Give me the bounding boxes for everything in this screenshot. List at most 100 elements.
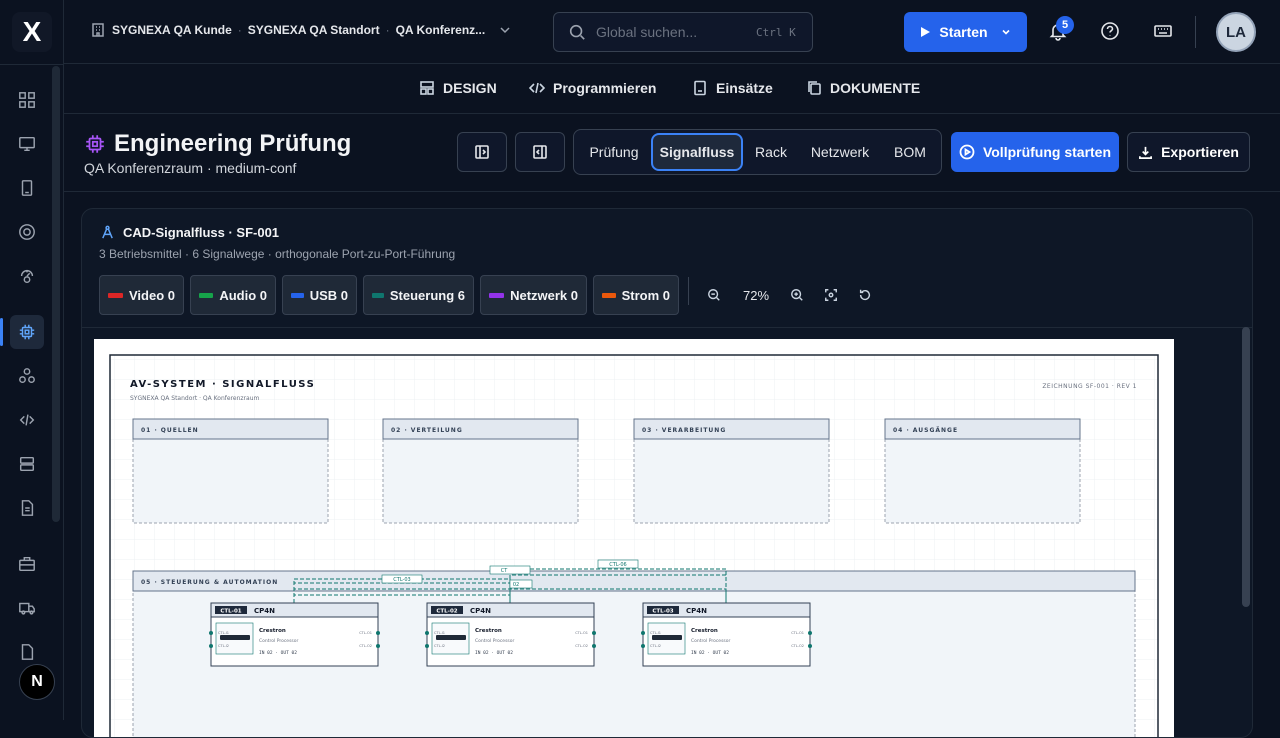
port-label: CTL-O2: [575, 644, 588, 648]
keyboard-icon[interactable]: [1152, 20, 1174, 42]
zone-quellen[interactable]: 01 · QUELLEN: [132, 418, 329, 524]
filter-chip-strom[interactable]: Strom 0: [593, 275, 679, 315]
port-out[interactable]: [376, 631, 380, 635]
sidebar-scrollbar[interactable]: [52, 66, 60, 522]
device-icon[interactable]: [14, 175, 40, 201]
wire-label-02[interactable]: 02: [509, 579, 533, 589]
port-out[interactable]: [808, 631, 812, 635]
toolbar-divider: [688, 277, 689, 305]
document-icon[interactable]: [14, 495, 40, 521]
device-tag-box: [647, 606, 679, 614]
zone-steuerung[interactable]: 05 · STEUERUNG & AUTOMATION: [132, 570, 1136, 738]
export-button[interactable]: Exportieren: [1127, 132, 1250, 172]
zone-label: 02 · VERTEILUNG: [391, 427, 463, 434]
search-input[interactable]: [596, 24, 746, 40]
control-wires[interactable]: [293, 568, 727, 603]
zoom-in-icon[interactable]: [789, 287, 805, 303]
drawing-revision: ZEICHNUNG SF-001 · REV 1: [1042, 383, 1137, 390]
zone-label: 04 · AUSGÄNGE: [893, 427, 958, 434]
canvas-scrollbar[interactable]: [1242, 327, 1250, 607]
wire[interactable]: [293, 588, 727, 603]
wire-label-ctl03[interactable]: CTL-03: [381, 574, 423, 584]
toggle-right-panel-button[interactable]: [515, 132, 565, 172]
device-ctl-01[interactable]: CTL-01 CP4N Crestron Control Processor I…: [209, 602, 380, 667]
filter-chip-usb[interactable]: USB 0: [282, 275, 357, 315]
port-out[interactable]: [376, 644, 380, 648]
rack-icon[interactable]: [14, 451, 40, 477]
port-out[interactable]: [592, 644, 596, 648]
tab-rack[interactable]: Rack: [755, 144, 787, 160]
play-icon: [921, 27, 931, 37]
zone-header: [382, 418, 579, 440]
global-search[interactable]: Ctrl K: [553, 12, 813, 52]
full-check-label: Vollprüfung starten: [982, 144, 1112, 160]
filter-chip-netzwerk[interactable]: Netzwerk 0: [480, 275, 587, 315]
start-button[interactable]: Starten: [904, 12, 1027, 52]
bottom-logo[interactable]: N: [19, 664, 55, 700]
device-type: Control Processor: [691, 638, 731, 644]
zoom-out-icon[interactable]: [706, 287, 722, 303]
tab-bom[interactable]: BOM: [894, 144, 926, 160]
breadcrumb-site[interactable]: SYGNEXA QA Standort: [247, 23, 380, 37]
filter-chip-audio[interactable]: Audio 0: [190, 275, 276, 315]
device-header: [210, 602, 379, 618]
zone-label: 05 · STEUERUNG & AUTOMATION: [141, 579, 278, 586]
zone-ausgaenge[interactable]: 04 · AUSGÄNGE: [884, 418, 1081, 524]
device-maker: Crestron: [259, 628, 286, 634]
code-icon[interactable]: [14, 407, 40, 433]
subnav-einsaetze[interactable]: Einsätze: [692, 80, 773, 96]
full-check-button[interactable]: Vollprüfung starten: [951, 132, 1119, 172]
device-maker: Crestron: [475, 628, 502, 634]
device-ctl-02[interactable]: CTL-02 CP4N Crestron Control Processor I…: [425, 602, 596, 667]
filter-chip-video[interactable]: Video 0: [99, 275, 184, 315]
help-icon[interactable]: [1099, 20, 1121, 42]
page-header: Engineering Prüfung QA Konferenzraum · m…: [64, 114, 1280, 192]
drawing-svg[interactable]: AV-SYSTEM · SIGNALFLUSS SYGNEXA QA Stand…: [94, 339, 1174, 738]
port-in[interactable]: [641, 631, 645, 635]
tab-netzwerk[interactable]: Netzwerk: [810, 144, 870, 160]
port-in[interactable]: [641, 644, 645, 648]
automation-icon[interactable]: [14, 263, 40, 289]
app-logo[interactable]: X: [12, 12, 52, 52]
wire-label-box: [509, 579, 533, 589]
engineering-chip-icon[interactable]: [10, 315, 44, 349]
wire-label-ct[interactable]: CT: [489, 565, 531, 575]
device-ctl-03[interactable]: CTL-03 CP4N Crestron Control Processor I…: [641, 602, 812, 667]
subnav-dokumente[interactable]: DOKUMENTE: [806, 80, 920, 96]
building-icon: [92, 23, 104, 37]
subnav-design[interactable]: DESIGN: [419, 80, 497, 96]
dashboard-icon[interactable]: [14, 87, 40, 113]
page-title-text: Engineering Prüfung: [114, 130, 352, 157]
export-label: Exportieren: [1161, 144, 1239, 160]
truck-icon[interactable]: [14, 595, 40, 621]
port-in[interactable]: [209, 631, 213, 635]
breadcrumb[interactable]: SYGNEXA QA Kunde · SYGNEXA QA Standort ·…: [90, 22, 513, 38]
subnav-programmieren[interactable]: Programmieren: [529, 80, 656, 96]
tab-pruefung[interactable]: Prüfung: [589, 144, 639, 160]
port-in[interactable]: [209, 644, 213, 648]
zone-header: [884, 418, 1081, 440]
breadcrumb-room[interactable]: QA Konferenz...: [395, 23, 486, 37]
wire-label-box: [597, 559, 639, 569]
support-icon[interactable]: [14, 219, 40, 245]
briefcase-icon[interactable]: [14, 551, 40, 577]
user-avatar[interactable]: LA: [1216, 12, 1256, 52]
port-in[interactable]: [425, 631, 429, 635]
network-icon[interactable]: [14, 363, 40, 389]
port-in[interactable]: [425, 644, 429, 648]
reset-view-icon[interactable]: [857, 287, 873, 303]
filter-chip-steuerung[interactable]: Steuerung 6: [363, 275, 474, 315]
breadcrumb-customer[interactable]: SYGNEXA QA Kunde: [112, 23, 232, 37]
toggle-left-panel-button[interactable]: [457, 132, 507, 172]
port-out[interactable]: [592, 631, 596, 635]
drawing-canvas[interactable]: AV-SYSTEM · SIGNALFLUSS SYGNEXA QA Stand…: [94, 339, 1174, 738]
file-icon[interactable]: [14, 639, 40, 665]
fit-view-icon[interactable]: [823, 287, 839, 303]
zone-verteilung[interactable]: 02 · VERTEILUNG: [382, 418, 579, 524]
zone-verarbeitung[interactable]: 03 · VERARBEITUNG: [633, 418, 830, 524]
tab-signalfluss[interactable]: Signalfluss: [651, 133, 743, 171]
chevron-down-icon[interactable]: [497, 22, 513, 38]
monitor-icon[interactable]: [14, 131, 40, 157]
wire-label-ctl06[interactable]: CTL-06: [597, 559, 639, 569]
port-out[interactable]: [808, 644, 812, 648]
